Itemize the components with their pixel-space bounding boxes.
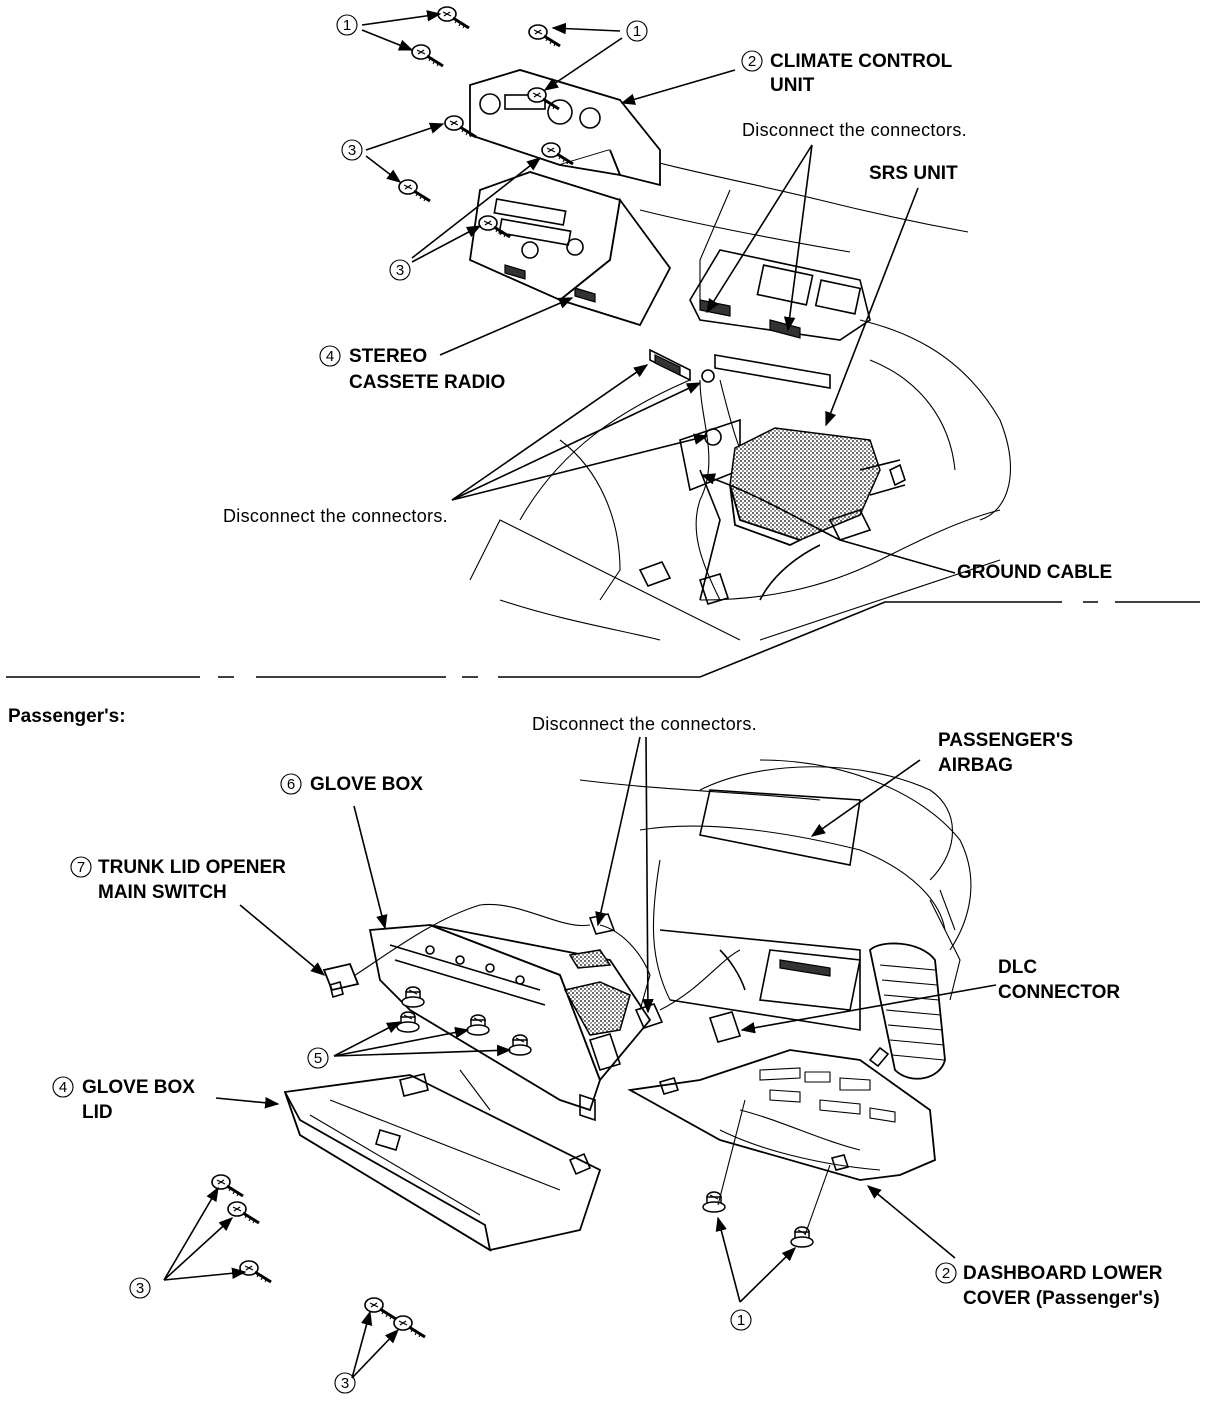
climate-control-label: CLIMATE CONTROL bbox=[770, 51, 953, 72]
svg-text:4: 4 bbox=[59, 1079, 67, 1096]
trunk-opener-label: TRUNK LID OPENER bbox=[98, 857, 286, 878]
climate-control-label-line2: UNIT bbox=[770, 75, 815, 96]
callout-5: 5 bbox=[307, 1047, 329, 1069]
glove-box-lid-label-line2: LID bbox=[82, 1102, 113, 1123]
stereo-cassette-radio bbox=[469, 171, 672, 327]
callout-1: 1 bbox=[336, 14, 358, 36]
upper-dash-section bbox=[361, 5, 1011, 641]
disconnect-connectors-note: Disconnect the connectors. bbox=[742, 120, 967, 140]
callout-4: 4 bbox=[319, 345, 341, 367]
callout-7: 7 bbox=[70, 856, 92, 878]
svg-text:1: 1 bbox=[737, 1312, 745, 1329]
callout-markers: 1 1 2 3 3 4 6 7 5 4 3 3 1 2 bbox=[52, 14, 957, 1394]
trunk-opener-label-line2: MAIN SWITCH bbox=[98, 882, 227, 903]
dlc-connector-label: DLC bbox=[998, 957, 1037, 978]
callout-2: 2 bbox=[741, 50, 763, 72]
stereo-label-line2: CASSETE RADIO bbox=[349, 372, 505, 393]
callout-3: 3 bbox=[129, 1277, 151, 1299]
side-vent bbox=[869, 942, 946, 1080]
callout-2: 2 bbox=[935, 1262, 957, 1284]
lower-passenger-section bbox=[163, 736, 997, 1379]
svg-text:4: 4 bbox=[326, 348, 334, 365]
passengers-airbag-label: PASSENGER'S bbox=[938, 730, 1073, 751]
climate-control-unit bbox=[469, 69, 661, 187]
svg-text:3: 3 bbox=[136, 1280, 144, 1297]
callout-3: 3 bbox=[389, 259, 411, 281]
ground-cable-label: GROUND CABLE bbox=[957, 562, 1112, 583]
srs-unit-label: SRS UNIT bbox=[869, 163, 958, 184]
svg-text:2: 2 bbox=[748, 53, 756, 70]
dashboard-lower-cover-label-line2: COVER (Passenger's) bbox=[963, 1288, 1160, 1309]
passengers-heading: Passenger's: bbox=[8, 706, 126, 727]
stereo-label: STEREO bbox=[349, 346, 427, 367]
srs-unit bbox=[729, 427, 906, 601]
text-labels: CLIMATE CONTROL UNIT Disconnect the conn… bbox=[8, 51, 1163, 1309]
dashboard-lower-cover bbox=[627, 1046, 936, 1181]
callout-3: 3 bbox=[334, 1372, 356, 1394]
dashboard-lower-cover-label: DASHBOARD LOWER bbox=[963, 1263, 1163, 1284]
callout-3: 3 bbox=[341, 139, 363, 161]
svg-text:2: 2 bbox=[942, 1265, 950, 1282]
callout-4: 4 bbox=[52, 1076, 74, 1098]
disconnect-connectors-note: Disconnect the connectors. bbox=[223, 506, 448, 526]
callout-1: 1 bbox=[626, 20, 648, 42]
callout-1: 1 bbox=[730, 1309, 752, 1331]
disconnect-connectors-note: Disconnect the connectors. bbox=[532, 714, 757, 734]
passengers-airbag-label-line2: AIRBAG bbox=[938, 755, 1013, 776]
svg-text:3: 3 bbox=[341, 1375, 349, 1392]
svg-text:6: 6 bbox=[287, 776, 295, 793]
callout-6: 6 bbox=[280, 773, 302, 795]
section-divider bbox=[6, 601, 1200, 678]
svg-text:3: 3 bbox=[348, 142, 356, 159]
glove-box-label: GLOVE BOX bbox=[310, 774, 423, 795]
svg-text:1: 1 bbox=[633, 23, 641, 40]
svg-text:1: 1 bbox=[343, 17, 351, 34]
dlc-connector-label-line2: CONNECTOR bbox=[998, 982, 1120, 1003]
trunk-lid-opener-switch bbox=[322, 962, 360, 999]
svg-text:7: 7 bbox=[77, 859, 85, 876]
glove-box-lid-label: GLOVE BOX bbox=[82, 1077, 195, 1098]
glove-box-lid bbox=[283, 1069, 602, 1252]
svg-text:3: 3 bbox=[396, 262, 404, 279]
svg-text:5: 5 bbox=[314, 1050, 322, 1067]
